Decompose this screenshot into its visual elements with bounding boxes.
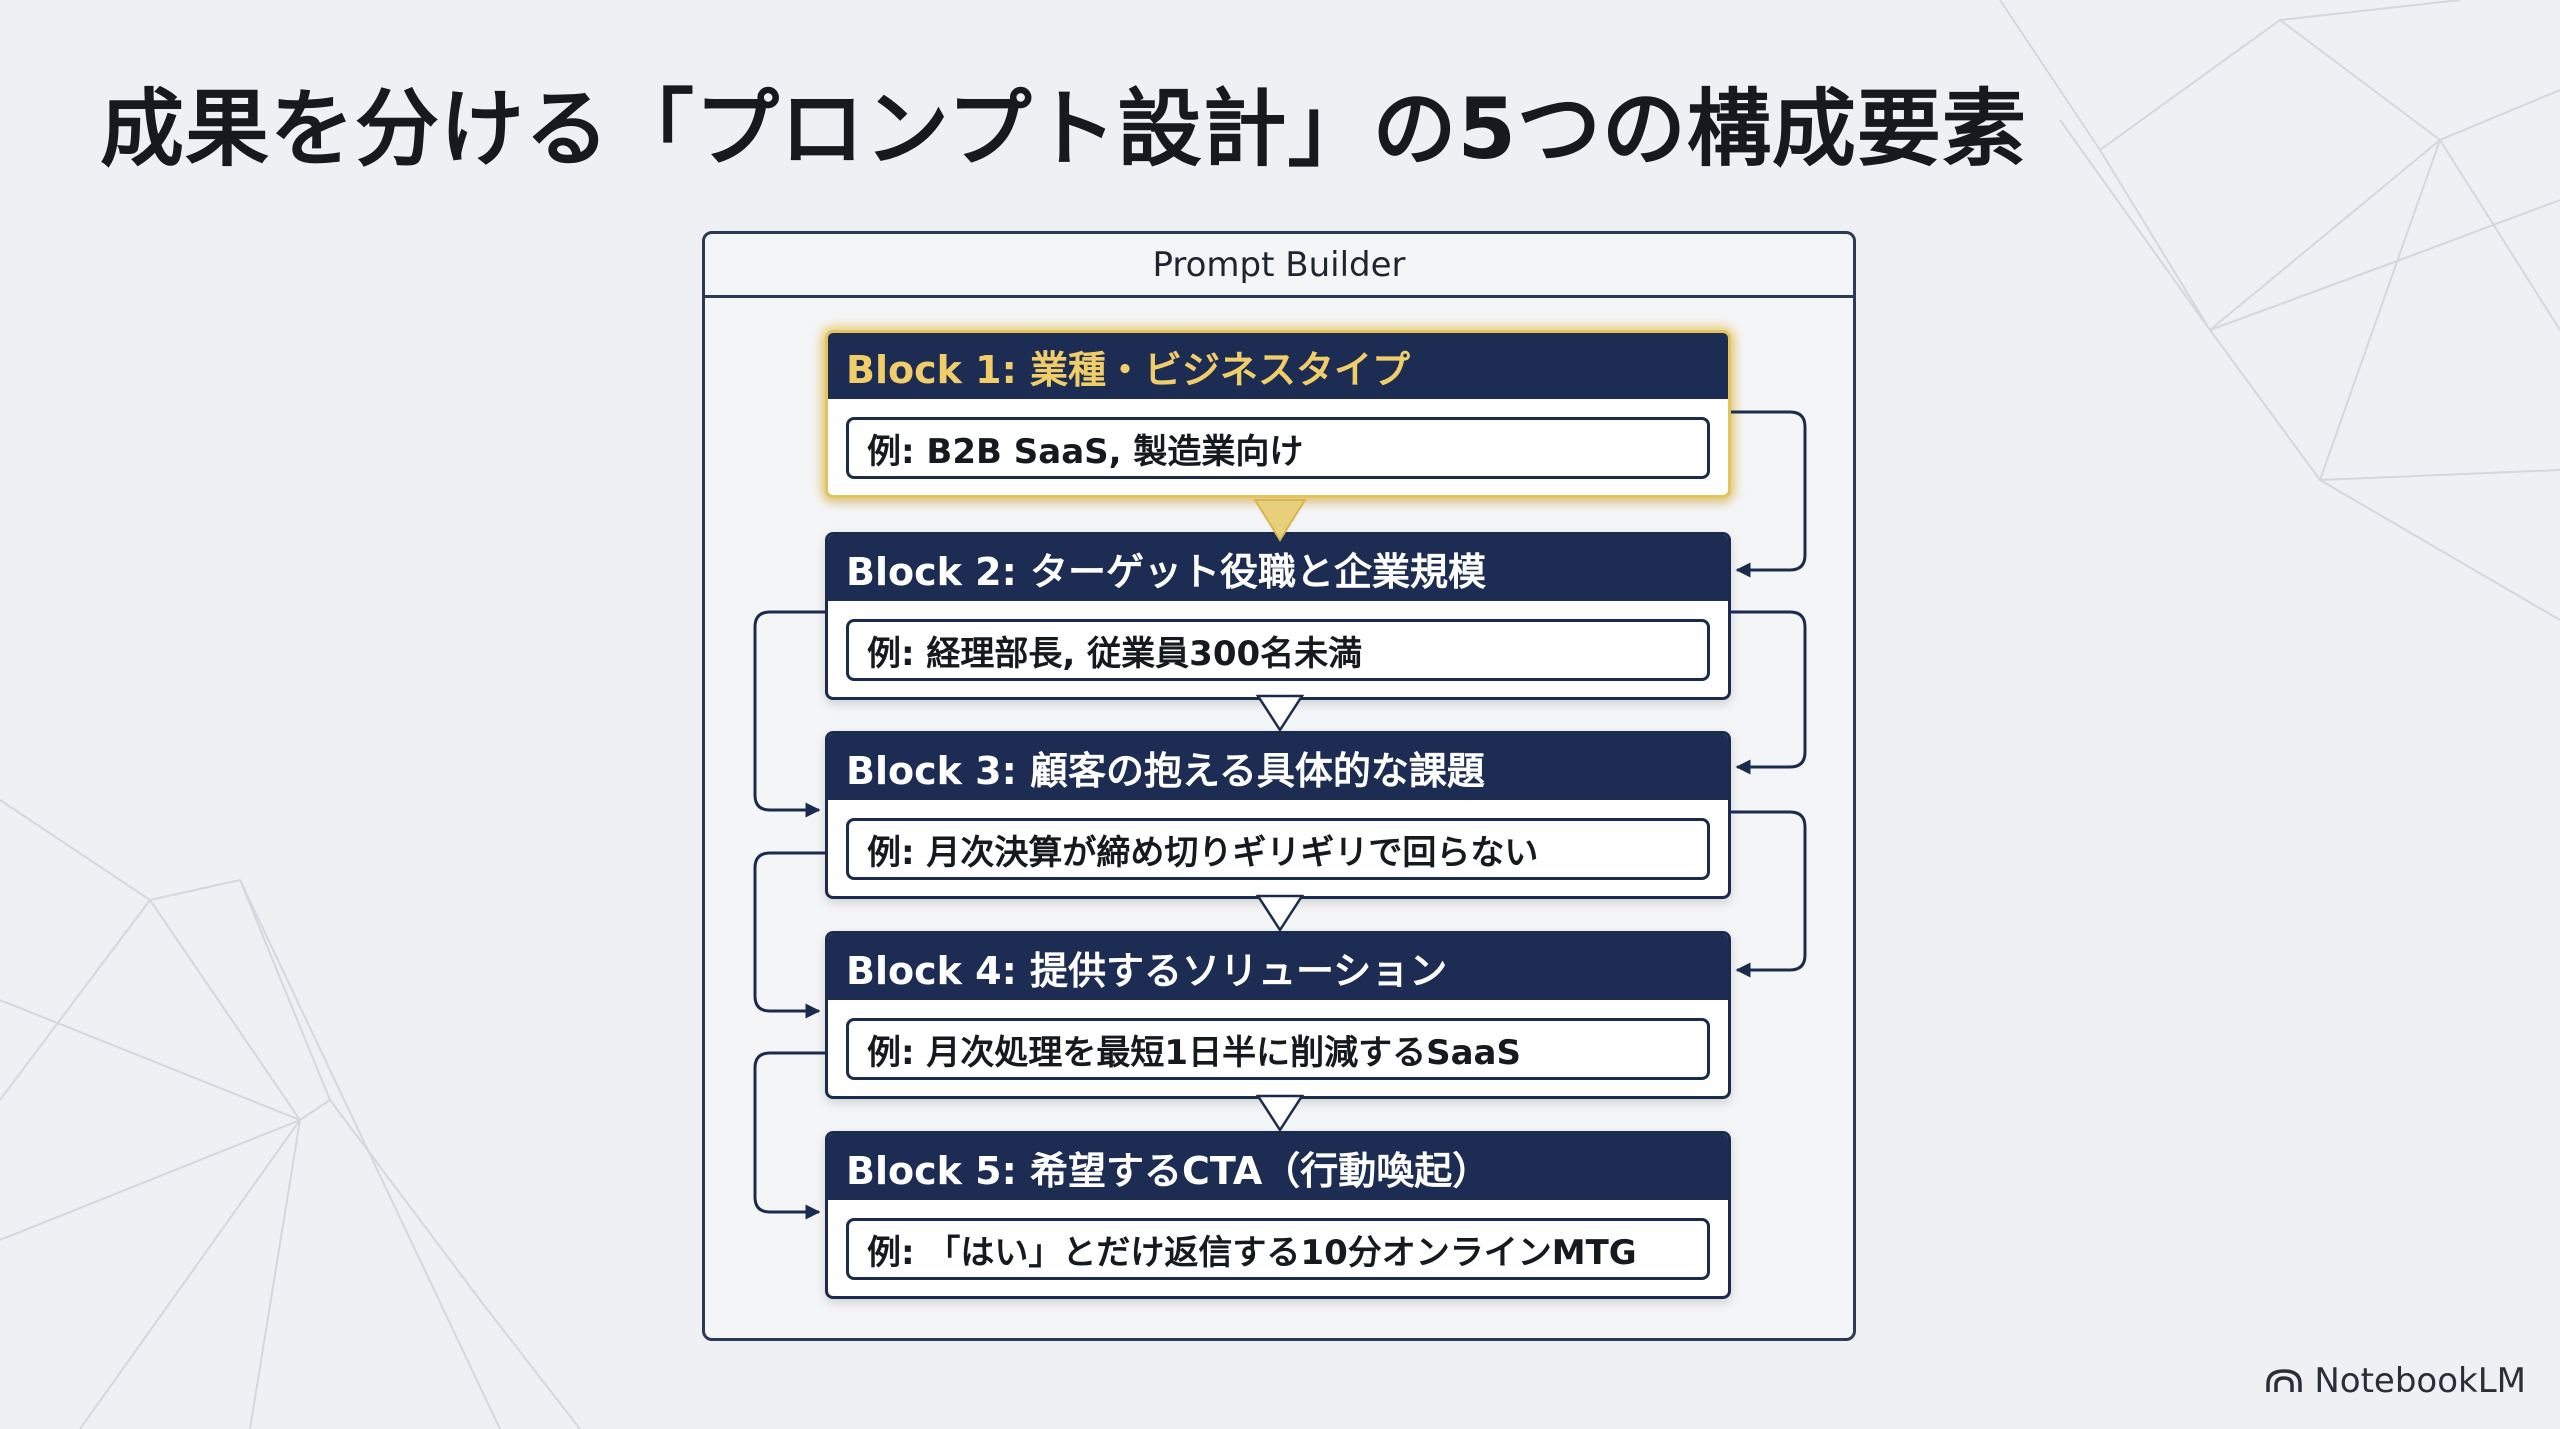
block-1: Block 1: 業種・ビジネスタイプ 例: B2B SaaS, 製造業向け bbox=[825, 330, 1731, 498]
block-1-example: 例: B2B SaaS, 製造業向け bbox=[846, 417, 1710, 479]
block-4: Block 4: 提供するソリューション 例: 月次処理を最短1日半に削減するS… bbox=[825, 931, 1731, 1099]
block-5-label: Block 5: 希望するCTA（行動喚起） bbox=[828, 1134, 1728, 1200]
block-5: Block 5: 希望するCTA（行動喚起） 例: 「はい」とだけ返信する10分… bbox=[825, 1131, 1731, 1299]
notebooklm-logo-icon bbox=[2266, 1369, 2303, 1392]
block-2: Block 2: ターゲット役職と企業規模 例: 経理部長, 従業員300名未満 bbox=[825, 532, 1731, 700]
slide-title: 成果を分ける「プロンプト設計」の5つの構成要素 bbox=[100, 80, 2027, 178]
block-1-label: Block 1: 業種・ビジネスタイプ bbox=[828, 333, 1728, 399]
block-3-example: 例: 月次決算が締め切りギリギリで回らない bbox=[846, 818, 1710, 880]
block-3: Block 3: 顧客の抱える具体的な課題 例: 月次決算が締め切りギリギリで回… bbox=[825, 731, 1731, 899]
brand-name: NotebookLM bbox=[2314, 1361, 2526, 1401]
prompt-builder-header: Prompt Builder bbox=[705, 234, 1853, 298]
notebooklm-branding: NotebookLM bbox=[2264, 1361, 2526, 1401]
block-3-label: Block 3: 顧客の抱える具体的な課題 bbox=[828, 734, 1728, 800]
block-4-label: Block 4: 提供するソリューション bbox=[828, 934, 1728, 1000]
block-2-example: 例: 経理部長, 従業員300名未満 bbox=[846, 619, 1710, 681]
block-2-label: Block 2: ターゲット役職と企業規模 bbox=[828, 535, 1728, 601]
block-4-example: 例: 月次処理を最短1日半に削減するSaaS bbox=[846, 1018, 1710, 1080]
block-5-example: 例: 「はい」とだけ返信する10分オンラインMTG bbox=[846, 1218, 1710, 1280]
